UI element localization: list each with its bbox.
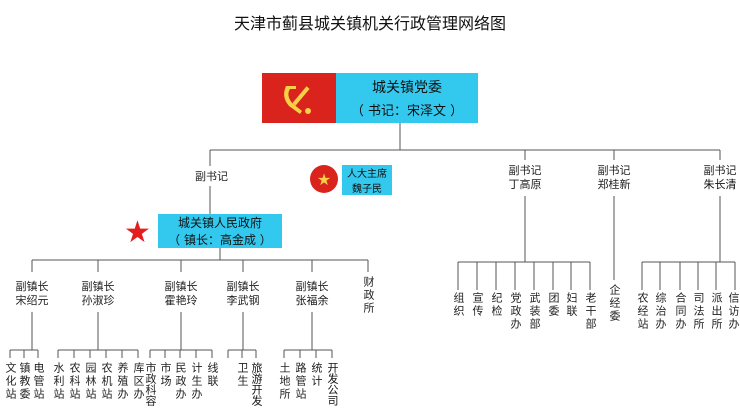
vm5-dept-4: 开发公司 [326,362,339,406]
vice-mayor-4-title: 副镇长 [226,280,260,293]
party-secretary: （ 书记：宋泽文 ） [350,104,464,119]
d3-dept-6: 信访办 [727,292,740,331]
vice-mayor-5: 副镇长 张福余 [282,280,342,308]
npc-chair-name: 魏子民 [352,184,382,195]
deputy-secretary-1-title: 副书记 [508,164,542,177]
vm2-dept-1: 水利站 [52,362,65,401]
enterprise-committee: 企经委 [608,284,621,323]
vm3-dept-4: 计生办 [190,362,203,401]
deputy-secretary-1: 副书记 丁高原 [495,164,555,192]
vice-mayor-1: 副镇长 宋绍元 [2,280,62,308]
d3-dept-3: 合同办 [674,292,687,331]
national-emblem-icon: ★ [310,165,338,193]
vice-mayor-5-name: 张福余 [295,293,329,307]
party-dept-3: 纪检 [490,292,503,318]
party-dept-5: 武装部 [528,292,541,331]
party-committee-box: 城关镇党委 （ 书记：宋泽文 ） [336,73,478,123]
d3-dept-2: 综治办 [654,292,667,331]
party-dept-1: 组织 [452,292,465,318]
deputy-secretary-2-title: 副书记 [597,164,631,177]
vice-mayor-2-name: 孙淑珍 [81,293,115,307]
deputy-secretary-3: 副书记 朱长清 [690,164,740,192]
d3-dept-4: 司法所 [692,292,705,331]
party-dept-4: 党政办 [509,292,522,331]
vice-mayor-4: 副镇长 李武钢 [213,280,273,308]
npc-chair-title: 人大主席 [347,169,387,180]
party-dept-6: 团委 [547,292,560,318]
vm5-dept-3: 统计 [310,362,323,388]
vm3-dept-2: 市场 [159,362,172,388]
vice-mayor-1-title: 副镇长 [15,280,49,293]
d3-dept-5: 派出所 [710,292,723,331]
government-box: 城关镇人民政府 （ 镇长：高金成 ） [158,214,282,248]
vice-mayor-5-title: 副镇长 [295,280,329,293]
party-dept-7: 妇联 [565,292,578,318]
vice-mayor-2-title: 副镇长 [81,280,115,293]
vm1-dept-2: 镇教委 [18,362,31,401]
deputy-secretary-left: 副书记 [195,170,228,183]
vm2-dept-5: 养殖办 [116,362,129,401]
deputy-secretary-3-title: 副书记 [703,164,737,177]
vice-mayor-2: 副镇长 孙淑珍 [68,280,128,308]
vice-mayor-3-title: 副镇长 [164,280,198,293]
finance-office: 财政所 [362,276,375,315]
party-dept-2: 宣传 [471,292,484,318]
vm3-dept-1: 市政科容 [144,362,157,406]
deputy-secretary-2: 副书记 郑桂新 [584,164,644,192]
d3-dept-1: 农经站 [636,292,649,331]
vm2-dept-3: 园林站 [84,362,97,401]
vice-mayor-3-name: 霍艳玲 [164,293,198,307]
vm4-dept-3: 旅游开发 [250,362,263,406]
vm1-dept-3: 电管站 [32,362,45,401]
vm1-dept-1: 文化站 [4,362,17,401]
vm4-dept-1: 线联 [206,362,219,388]
vm2-dept-4: 农机站 [100,362,113,401]
red-star-icon: ★ [124,215,151,250]
vm2-dept-2: 农科站 [68,362,81,401]
page-title: 天津市蓟县城关镇机关行政管理网络图 [233,14,506,33]
party-dept-8: 老干部 [584,292,597,331]
vm4-dept-2: 卫生 [236,362,249,388]
npc-chair-box: 人大主席 魏子民 [342,165,392,195]
deputy-secretary-2-name: 郑桂新 [597,177,631,191]
vm2-dept-6: 库区办 [132,362,145,401]
vm5-dept-2: 路管站 [294,362,307,401]
government-name: 城关镇人民政府 [177,216,262,230]
deputy-secretary-3-name: 朱长清 [703,177,737,191]
vm5-dept-1: 土地所 [278,362,291,401]
party-committee-name: 城关镇党委 [372,80,442,96]
vice-mayor-4-name: 李武钢 [226,293,260,307]
party-flag-icon [262,73,336,123]
vm3-dept-3: 民政办 [174,362,187,401]
vice-mayor-1-name: 宋绍元 [15,293,49,307]
deputy-secretary-1-name: 丁高原 [508,177,542,191]
vice-mayor-3: 副镇长 霍艳玲 [151,280,211,308]
government-mayor: （ 镇长：高金成 ） [168,233,272,247]
